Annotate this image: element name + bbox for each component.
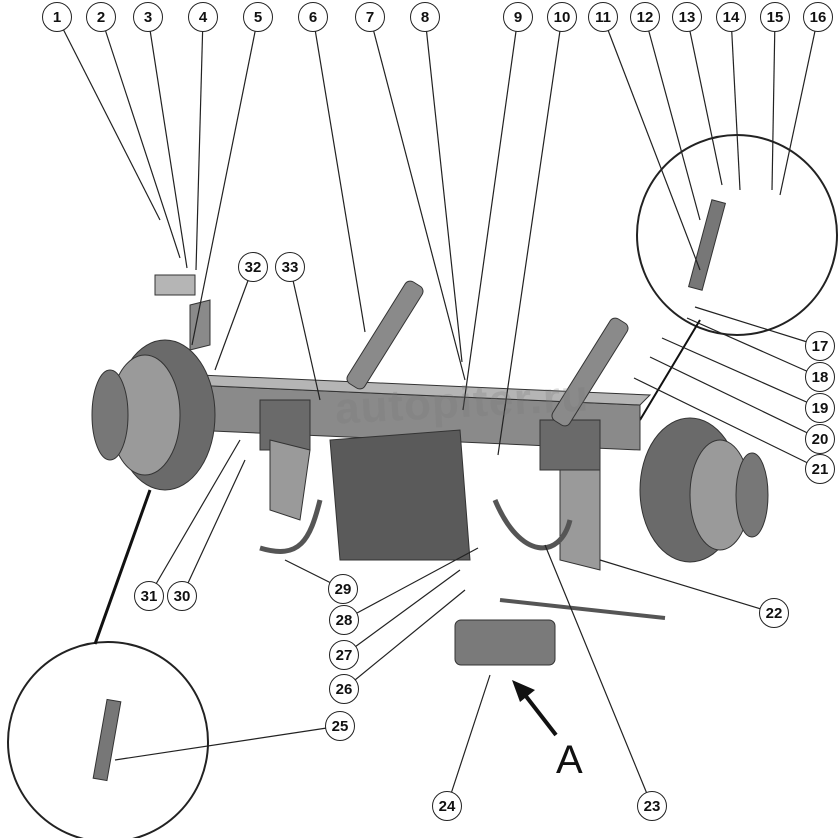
callout-11: 11 bbox=[588, 2, 618, 32]
mounting-bracket bbox=[189, 299, 211, 351]
callout-1: 1 bbox=[42, 2, 72, 32]
callout-19: 19 bbox=[805, 393, 835, 423]
callout-10: 10 bbox=[547, 2, 577, 32]
callout-13: 13 bbox=[672, 2, 702, 32]
callout-21: 21 bbox=[805, 454, 835, 484]
callout-30: 30 bbox=[167, 581, 197, 611]
callout-15: 15 bbox=[760, 2, 790, 32]
leader-line bbox=[100, 16, 181, 259]
callout-20: 20 bbox=[805, 424, 835, 454]
leader-line bbox=[147, 16, 188, 269]
clip-detail bbox=[92, 698, 122, 782]
leader-line bbox=[649, 356, 821, 440]
callout-33: 33 bbox=[275, 252, 305, 282]
callout-23: 23 bbox=[637, 791, 667, 821]
callout-14: 14 bbox=[716, 2, 746, 32]
leader-line bbox=[214, 266, 254, 371]
leader-line bbox=[343, 569, 461, 656]
rod bbox=[499, 598, 666, 620]
view-arrow bbox=[523, 693, 558, 737]
detail-link-line bbox=[93, 489, 152, 645]
callout-7: 7 bbox=[355, 2, 385, 32]
mounting-bracket bbox=[154, 274, 196, 296]
leader-line bbox=[730, 16, 741, 191]
callout-27: 27 bbox=[329, 640, 359, 670]
axle-housing bbox=[91, 339, 769, 571]
callout-29: 29 bbox=[328, 574, 358, 604]
leader-line bbox=[633, 377, 821, 470]
callout-32: 32 bbox=[238, 252, 268, 282]
callout-18: 18 bbox=[805, 362, 835, 392]
view-label: A bbox=[556, 738, 583, 782]
callout-26: 26 bbox=[329, 674, 359, 704]
leader-line bbox=[195, 16, 204, 271]
leader-line bbox=[599, 559, 775, 614]
callout-5: 5 bbox=[243, 2, 273, 32]
callout-24: 24 bbox=[432, 791, 462, 821]
leader-line bbox=[644, 16, 701, 221]
callout-31: 31 bbox=[134, 581, 164, 611]
callout-9: 9 bbox=[503, 2, 533, 32]
leader-line bbox=[369, 16, 466, 381]
callout-4: 4 bbox=[188, 2, 218, 32]
leader-line bbox=[661, 337, 821, 409]
leader-line bbox=[686, 16, 723, 186]
callout-22: 22 bbox=[759, 598, 789, 628]
callout-12: 12 bbox=[630, 2, 660, 32]
callout-16: 16 bbox=[803, 2, 833, 32]
leader-lines bbox=[56, 16, 821, 807]
leader-line bbox=[446, 674, 491, 807]
view-arrow-head bbox=[512, 680, 535, 702]
callout-17: 17 bbox=[805, 331, 835, 361]
hydraulic-motor bbox=[454, 619, 556, 666]
leader-line bbox=[114, 725, 341, 761]
callout-3: 3 bbox=[133, 2, 163, 32]
callout-25: 25 bbox=[325, 711, 355, 741]
leader-line bbox=[181, 459, 246, 597]
leader-line bbox=[56, 16, 161, 221]
leader-line bbox=[312, 16, 366, 333]
leader-line bbox=[686, 317, 821, 378]
callout-28: 28 bbox=[329, 605, 359, 635]
leader-line bbox=[343, 589, 466, 690]
leader-line bbox=[771, 16, 776, 191]
callout-8: 8 bbox=[410, 2, 440, 32]
leader-line bbox=[779, 16, 819, 196]
detail-circle-top-right bbox=[636, 134, 838, 336]
leader-line bbox=[544, 544, 653, 807]
detail-circle-bottom-left bbox=[7, 641, 209, 838]
leader-line bbox=[694, 306, 821, 347]
leader-line bbox=[497, 16, 563, 456]
hose bbox=[492, 499, 573, 551]
leader-line bbox=[289, 266, 321, 401]
callout-2: 2 bbox=[86, 2, 116, 32]
leader-line bbox=[148, 439, 241, 597]
leader-line bbox=[462, 16, 519, 411]
hose bbox=[259, 499, 323, 554]
detail-link-line bbox=[639, 319, 701, 421]
leader-line bbox=[424, 16, 463, 363]
leader-line bbox=[343, 547, 479, 621]
steering-cylinder-right bbox=[551, 317, 629, 427]
clip-detail bbox=[687, 199, 727, 291]
steering-cylinder-left bbox=[346, 280, 424, 390]
leader-line bbox=[191, 16, 259, 346]
callout-6: 6 bbox=[298, 2, 328, 32]
leader-line bbox=[602, 16, 701, 271]
